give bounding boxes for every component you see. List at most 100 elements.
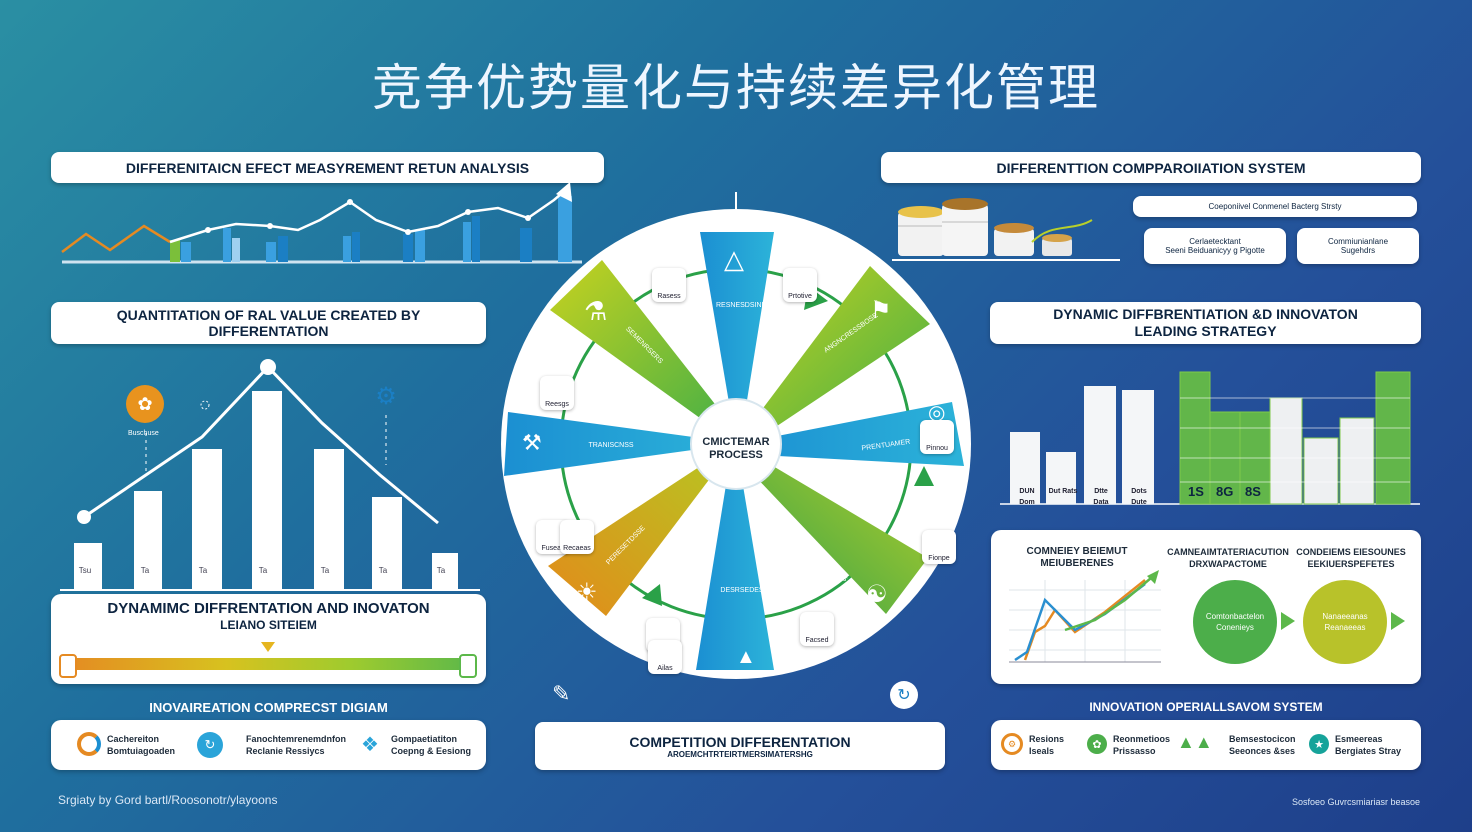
pyramid-icon: ▲: [736, 646, 756, 668]
return-analysis-chart: [61, 182, 582, 264]
wheel-node-card[interactable]: Ailas: [648, 640, 682, 674]
mountain-icon: ▲▲: [1177, 732, 1213, 752]
bell-icon: ⚑: [870, 297, 892, 324]
green-number-1: 1S: [1188, 484, 1204, 499]
cycle-icon: [77, 732, 101, 756]
refresh-circle-icon: ↻: [890, 681, 918, 709]
segment-bottom-left: [548, 444, 736, 616]
wheel-node-card[interactable]: Reesgs: [540, 376, 574, 410]
segment-top: [700, 232, 774, 444]
dynamic-diff-subtitle: LEIANO SITEIEM: [220, 618, 317, 632]
value-bar-label: Ta: [140, 566, 150, 575]
left-header-1: DIFFERENITAICN EFECT MEASYREMENT RETUN A…: [51, 152, 604, 183]
strategy-bar-label: DUN Dom: [1019, 488, 1035, 506]
wheel-node-card[interactable]: Recaeas: [560, 520, 594, 554]
top-arrow-icon: [730, 220, 742, 230]
trend-start-dot: [77, 510, 91, 524]
gears-icon: ⚙: [375, 383, 397, 410]
segment-left: [504, 412, 736, 476]
wheel-node-card[interactable]: Facsed: [800, 612, 834, 646]
segment-label-left: TRANISCNSS: [588, 442, 634, 449]
trend-peak-dot: [260, 359, 276, 375]
gear-icon: ⚙: [1001, 733, 1023, 755]
segment-label-bottom: DESRSEDES: [720, 587, 764, 594]
cup-1: [898, 206, 944, 256]
value-bar: [74, 543, 102, 590]
progress-gradient-bar: [63, 658, 473, 670]
segment-top-right: [736, 266, 930, 448]
value-bar: [192, 449, 222, 590]
wheel-node-card[interactable]: Rasess: [652, 268, 686, 302]
orange-line: [61, 224, 171, 253]
arrow-right-icon-2: [1391, 612, 1405, 630]
slider-start-handle[interactable]: [59, 654, 77, 678]
segment-top-left: [550, 260, 740, 444]
bulb-icon: ☀: [576, 579, 598, 606]
arrow-right-icon: [1281, 612, 1295, 630]
cup-2: [942, 198, 988, 256]
competition-subtitle: AROEMCHTRTEIRTMERSIMATERSHG: [667, 749, 813, 759]
right-innovation-title: INNOVATION OPERIALLSAVOM SYSTEM: [1089, 700, 1323, 714]
target-icon: ◎: [928, 402, 946, 424]
value-bar: [252, 391, 282, 590]
competition-title: COMPETITION DIFFERENTATION: [629, 733, 851, 750]
competition-panel: COMPETITION DIFFERENTATION AROEMCHTRTEIR…: [535, 722, 945, 770]
wheel-node-card[interactable]: Fionpe: [922, 530, 956, 564]
strategy-bar-label: Dtte Data: [1093, 488, 1109, 506]
segment-bottom-right: [732, 444, 928, 614]
puzzle-icon: ❖: [361, 734, 379, 756]
value-bar-label: Ta: [198, 566, 208, 575]
green-trend: [1064, 577, 1152, 632]
strategy-bar-label: Dots Dute: [1131, 488, 1147, 506]
value-bar-label: Ta: [436, 566, 446, 575]
cup-3: [994, 223, 1034, 256]
segment-bottom: [696, 444, 774, 670]
footer-left-credit: Srgiaty by Gord bartl/Roosonotr/ylayoons: [58, 793, 278, 807]
dynamic-diff-title: DYNAMIMC DIFFRENTATION AND INOVATON: [107, 600, 430, 617]
handshake-icon: ☯: [866, 581, 888, 608]
slider-end-handle[interactable]: [459, 654, 477, 678]
value-bar-chart: [60, 359, 480, 591]
arrowhead-icon: [556, 182, 572, 202]
flask-icon: ⚗: [584, 296, 608, 326]
dynamic-diff-panel: DYNAMIMC DIFFRENTATION AND INOVATON LEIA…: [51, 594, 486, 684]
green-number-3: 8S: [1245, 484, 1261, 499]
left-innovation-title: INOVAIREATION COMPRECST DIGIAM: [149, 700, 388, 715]
value-bar: [134, 491, 162, 590]
trend-line-chart: [1009, 570, 1161, 663]
left-header-2: QUANTITATION OF RAL VALUE CREATED BY DIF…: [51, 302, 486, 344]
cup-4: [1042, 234, 1072, 256]
wheel-node-card[interactable]: Prtotive: [783, 268, 817, 302]
wheel-node-card[interactable]: Pinnou: [920, 420, 954, 454]
process-wheel: [501, 192, 971, 679]
value-bar-label: Ta: [378, 566, 388, 575]
footer-right-credit: Sosfoeo Guvrcsmiariasr beasoe: [1292, 797, 1421, 807]
right-header-1: DIFFERENTTION COMPPAROIIATION SYSTEM: [881, 152, 1421, 183]
chart-bars: [170, 196, 572, 262]
right-header-2: DYNAMIC DIFFBRENTIATION &D INNOVATON LEA…: [990, 302, 1421, 344]
strategy-bar-label: Dut Rats: [1048, 488, 1078, 495]
wheel-segments: [504, 232, 964, 670]
chat-icon: ✎: [552, 681, 571, 706]
segment-right: [736, 402, 964, 466]
comparison-tag-1: Coeponiivel Conmenel Bacterg Strsty: [1133, 196, 1417, 217]
refresh-icon: ↻: [197, 732, 223, 758]
brain-icon: ✿: [126, 385, 164, 423]
product-comparison-illustration: [892, 198, 1120, 261]
